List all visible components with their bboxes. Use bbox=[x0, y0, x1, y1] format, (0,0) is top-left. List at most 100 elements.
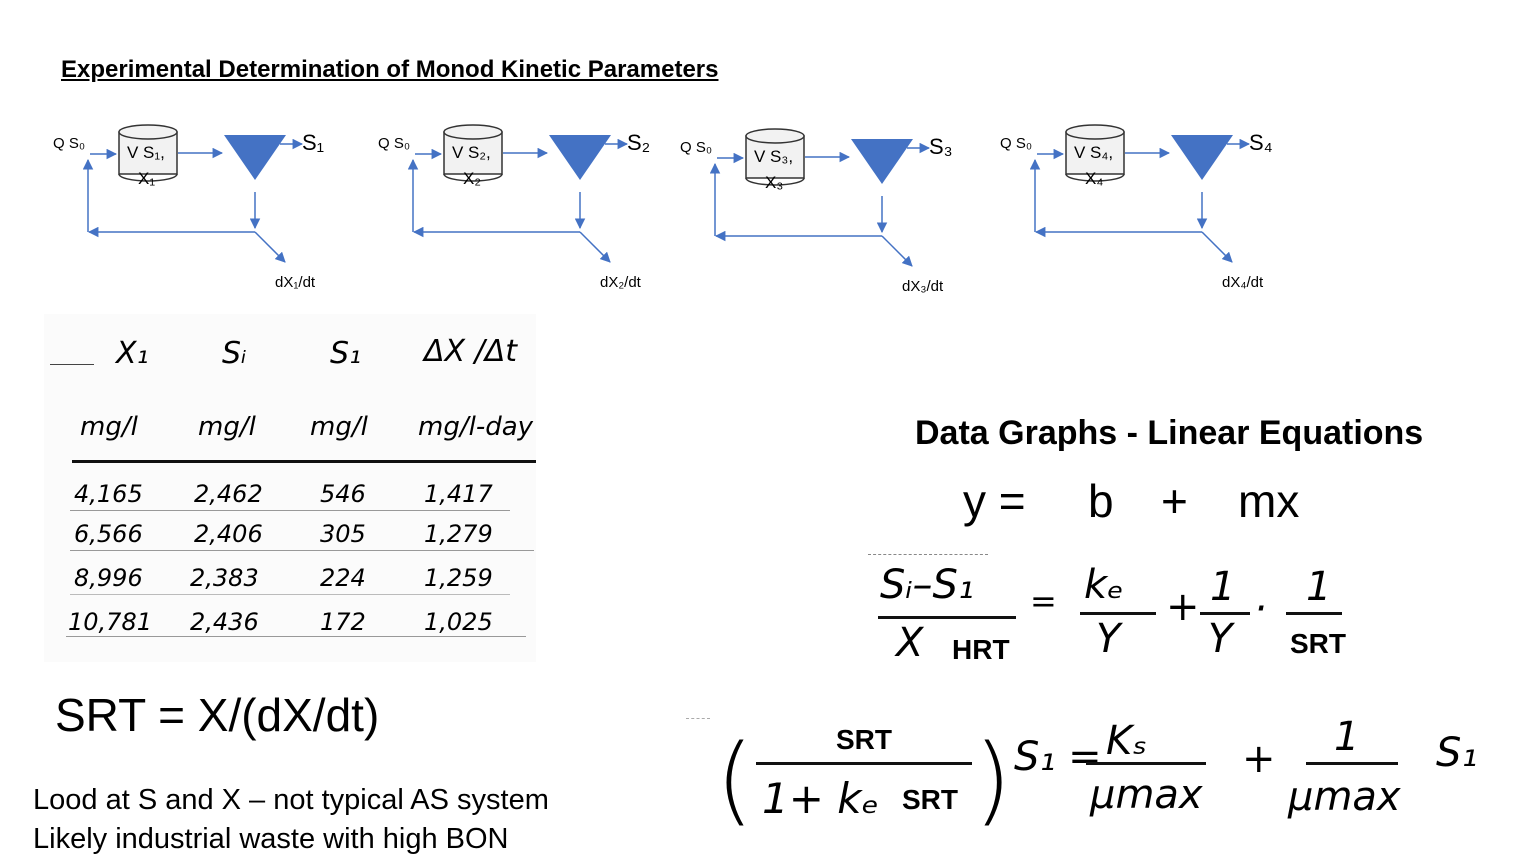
waste-arrow bbox=[579, 231, 611, 263]
eq1-term2-numerator: 1 bbox=[1210, 564, 1236, 610]
eq1-equals: = bbox=[1030, 582, 1057, 620]
eq1-plus: + bbox=[1166, 584, 1200, 630]
table-dash bbox=[50, 364, 94, 365]
inlet-label: Q S₀ bbox=[1000, 135, 1032, 152]
waste-arrow bbox=[254, 231, 286, 263]
eq1-dot: · bbox=[1254, 586, 1267, 632]
note-line-2: Likely industrial waste with high BON bbox=[33, 823, 509, 855]
linear-y: y = bbox=[963, 475, 1026, 527]
eq1-term1-bar bbox=[1080, 612, 1156, 615]
eq2-term1-bar bbox=[1086, 762, 1206, 765]
inlet-label: Q S₀ bbox=[378, 135, 410, 152]
eq2-scan-mark bbox=[686, 718, 710, 720]
eq1-term1-numerator: kₑ bbox=[1084, 562, 1124, 608]
eq1-scan-mark bbox=[868, 554, 988, 556]
linear-b: b bbox=[1088, 475, 1114, 527]
effluent-label: S₁ bbox=[302, 130, 324, 155]
linear-mx: mx bbox=[1238, 475, 1300, 527]
clarifier-icon bbox=[224, 135, 286, 180]
reactor-diagram-2: Q S₀ V S₂, X₂ S₂ dX₂/dt bbox=[378, 124, 650, 291]
eq2-srt-bottom-label: SRT bbox=[902, 784, 958, 815]
effluent-label: S₂ bbox=[627, 130, 650, 155]
data-table: X₁ Sᵢ S₁ ΔX /Δt mg/l mg/l mg/l mg/l-day … bbox=[44, 314, 536, 662]
eq2-srt-top-label: SRT bbox=[836, 724, 892, 755]
linear-plus: + bbox=[1161, 475, 1188, 527]
waste-label: dX₃/dt bbox=[902, 278, 944, 295]
eq1-term2-bar bbox=[1200, 612, 1250, 615]
eq2-right-paren: ) bbox=[974, 724, 1012, 836]
table-header-dxdt: ΔX /Δt bbox=[424, 334, 518, 369]
eq2-term1-numerator: Kₛ bbox=[1106, 718, 1148, 764]
reactor-label: V S₂, bbox=[452, 143, 491, 162]
eq2-term2-numerator: 1 bbox=[1334, 714, 1360, 760]
reactor-diagram-3: Q S₀ V S₃, X₃ S₃ dX₃/dt bbox=[680, 128, 953, 295]
reactor-biomass-label: X₂ bbox=[463, 169, 481, 188]
table-unit-s1: mg/l bbox=[310, 412, 368, 442]
eq1-srt-label: SRT bbox=[1290, 628, 1346, 659]
waste-label: dX₂/dt bbox=[600, 274, 642, 291]
reactor-body bbox=[118, 131, 178, 175]
inlet-label: Q S₀ bbox=[680, 139, 712, 156]
eq1-fraction-bar bbox=[878, 616, 1016, 619]
effluent-label: S₄ bbox=[1249, 130, 1273, 155]
table-unit-dxdt: mg/l-day bbox=[418, 412, 534, 442]
eq1-numerator: Sᵢ–S₁ bbox=[880, 562, 974, 608]
table-header-rule bbox=[72, 460, 536, 463]
eq2-denominator: 1+ kₑ bbox=[762, 774, 880, 823]
eq1-term2-denominator: Y bbox=[1208, 616, 1233, 662]
row-guide bbox=[70, 510, 510, 511]
eq1-denominator: X bbox=[896, 620, 924, 666]
reactor-top bbox=[443, 124, 503, 140]
waste-label: dX₄/dt bbox=[1222, 274, 1264, 291]
reactor-biomass-label: X₃ bbox=[765, 173, 783, 192]
table-header-s1: S₁ bbox=[330, 336, 362, 371]
page-title: Experimental Determination of Monod Kine… bbox=[61, 56, 719, 83]
eq2-s1: S₁ bbox=[1436, 730, 1478, 776]
reactor-top bbox=[745, 128, 805, 144]
reactor-bottom bbox=[745, 177, 805, 186]
effluent-label: S₃ bbox=[929, 134, 953, 159]
eq2-term1-denominator: μmax bbox=[1090, 772, 1203, 818]
reactor-diagram-1: Q S₀ V S₁, X₁ S₁ dX₁/dt bbox=[53, 124, 324, 291]
reactor-body bbox=[1065, 131, 1125, 175]
reactor-bottom bbox=[443, 173, 503, 182]
reactor-biomass-label: X₁ bbox=[138, 169, 155, 188]
eq1-term3-bar bbox=[1286, 612, 1342, 615]
eq2-term2-denominator: μmax bbox=[1288, 774, 1401, 820]
reactor-bottom bbox=[1065, 173, 1125, 182]
eq1-term1-denominator: Y bbox=[1096, 616, 1121, 662]
eq2-fraction-bar bbox=[756, 762, 972, 765]
eq2-s1-equals: S₁ = bbox=[1014, 734, 1102, 780]
equation-2: ( SRT 1+ kₑ SRT ) S₁ = Kₛ μmax + 1 μmax … bbox=[686, 700, 1486, 850]
table-header-si: Sᵢ bbox=[222, 336, 247, 371]
row-guide bbox=[70, 550, 534, 551]
clarifier-icon bbox=[1171, 135, 1233, 180]
reactor-label: V S₄, bbox=[1074, 143, 1113, 162]
note-line-1: Lood at S and X – not typical AS system bbox=[33, 784, 549, 816]
table-header-x: X₁ bbox=[116, 336, 149, 371]
clarifier-icon bbox=[549, 135, 611, 180]
eq2-term2-bar bbox=[1306, 762, 1398, 765]
srt-equation: SRT = X/(dX/dt) bbox=[55, 689, 380, 741]
reactor-body bbox=[745, 135, 805, 179]
eq2-left-paren: ( bbox=[716, 724, 754, 836]
table-unit-si: mg/l bbox=[198, 412, 256, 442]
reactor-diagram-4: Q S₀ V S₄, X₄ S₄ dX₄/dt bbox=[1000, 124, 1273, 291]
waste-arrow bbox=[881, 235, 913, 267]
reactor-bottom bbox=[118, 173, 178, 182]
reactor-label: V S₃, bbox=[754, 147, 793, 166]
eq1-term3-numerator: 1 bbox=[1306, 564, 1332, 610]
eq2-plus: + bbox=[1242, 736, 1276, 782]
eq1-hrt-label: HRT bbox=[952, 634, 1010, 665]
reactor-body bbox=[443, 131, 503, 175]
waste-label: dX₁/dt bbox=[275, 274, 316, 291]
waste-arrow bbox=[1201, 231, 1233, 263]
graphs-title: Data Graphs - Linear Equations bbox=[915, 414, 1424, 452]
row-guide bbox=[66, 636, 526, 637]
table-unit-x: mg/l bbox=[80, 412, 138, 442]
equation-1: Sᵢ–S₁ X HRT = kₑ Y + 1 Y · 1 SRT bbox=[860, 548, 1420, 678]
reactor-top bbox=[1065, 124, 1125, 140]
inlet-label: Q S₀ bbox=[53, 135, 85, 152]
reactor-biomass-label: X₄ bbox=[1085, 169, 1103, 188]
reactor-label: V S₁, bbox=[127, 143, 165, 162]
